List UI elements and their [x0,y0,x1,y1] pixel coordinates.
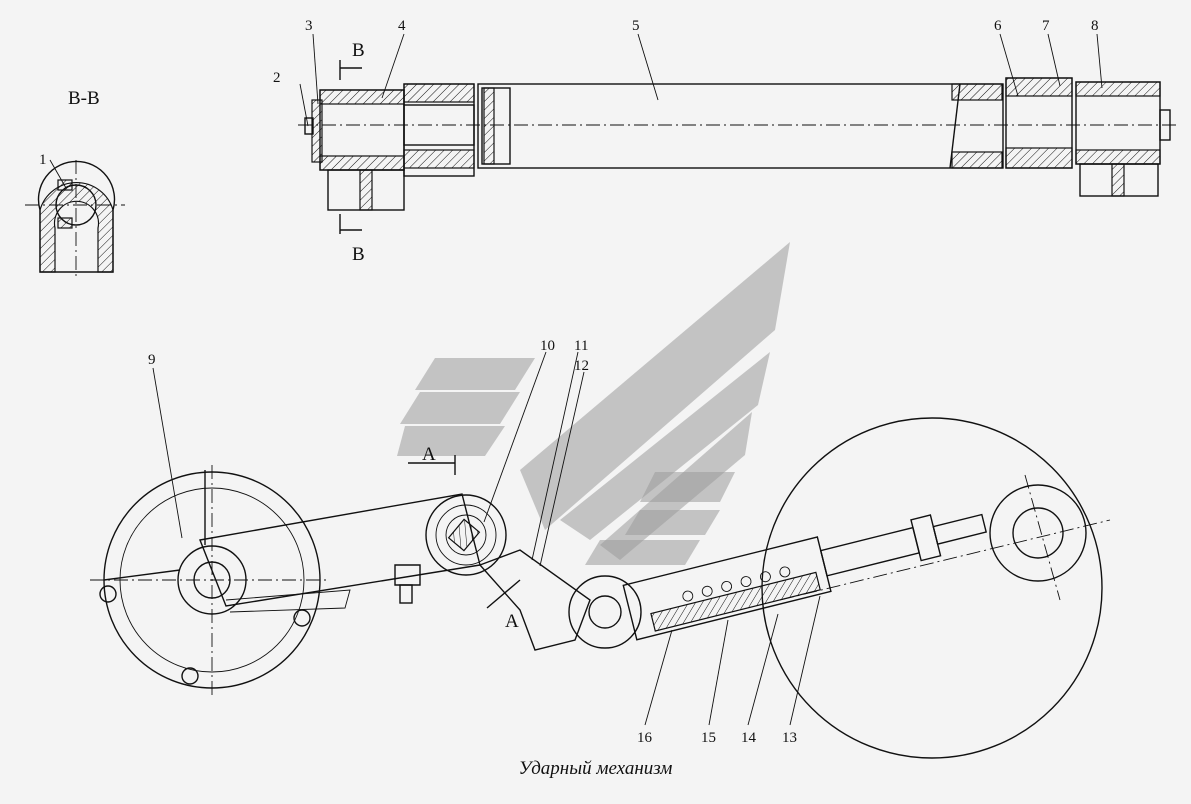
section-mark-top: В [352,40,365,61]
callout-14: 14 [741,730,757,746]
callout-11: 11 [574,338,588,354]
callout-1: 1 [39,152,47,168]
callout-3: 3 [305,18,313,34]
callout-4: 4 [398,18,406,34]
callout-leaders [49,33,1103,726]
drawing-labels: В-В В В А А 1 2 3 4 5 6 7 8 9 10 11 12 1… [39,18,1099,746]
top-axle-assembly [298,60,1178,234]
section-mark-bottom: В [352,244,365,265]
callout-6: 6 [994,18,1002,34]
callout-16: 16 [637,730,653,746]
callout-5: 5 [632,18,640,34]
callout-7: 7 [1042,18,1050,34]
section-title: В-В [68,88,100,109]
callout-15: 15 [701,730,716,746]
callout-8: 8 [1091,18,1099,34]
callout-10: 10 [540,338,555,354]
callout-12: 12 [574,358,589,374]
view-mark-top: А [422,444,436,465]
callout-2: 2 [273,70,281,86]
section-b-b-view [25,160,125,280]
impact-mechanism-assembly [90,417,1111,759]
figure-caption: Ударный механизм [518,758,673,779]
callout-9: 9 [148,352,156,368]
callout-13: 13 [782,730,797,746]
view-mark-bottom: А [505,611,519,632]
watermark-logo [397,242,790,565]
